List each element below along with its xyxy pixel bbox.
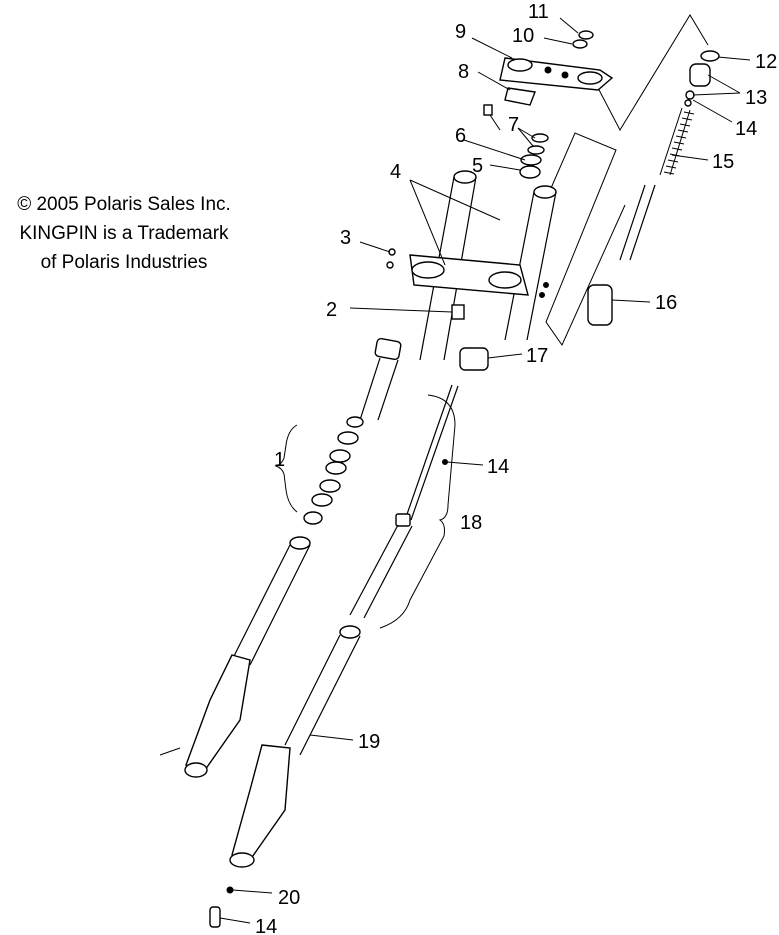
left-lower-leg (184, 536, 311, 778)
rod-washer-14 (442, 459, 448, 465)
stem-clamp (483, 87, 536, 131)
callout-5: 5 (472, 155, 483, 177)
nut-7b (527, 145, 545, 155)
callout-14-bottom: 14 (255, 916, 277, 935)
washer-14-top-b (684, 99, 692, 107)
assembly-outline-upper (596, 14, 709, 132)
callout-11: 11 (528, 1, 549, 23)
bracket-18 (379, 394, 456, 629)
callout-18: 18 (460, 512, 482, 534)
washer-11 (578, 30, 594, 40)
callout-20: 20 (278, 887, 300, 909)
axle-bolt-left (159, 747, 181, 756)
copyright-notice: © 2005 Polaris Sales Inc. KINGPIN is a T… (0, 190, 248, 277)
callout-16: 16 (655, 292, 677, 314)
right-fork-tube (459, 185, 557, 371)
left-fork-tube (359, 170, 477, 421)
callout-2: 2 (326, 299, 337, 321)
copyright-line: © 2005 Polaris Sales Inc. (17, 194, 231, 215)
lower-triple-clamp (409, 254, 529, 320)
fork-spring (619, 107, 695, 261)
callout-13: 13 (745, 87, 767, 109)
fork-seal-17 (459, 347, 489, 371)
callout-1: 1 (274, 449, 285, 471)
bracket-1 (274, 424, 298, 513)
trademark-line: KINGPIN is a Trademark (19, 223, 229, 244)
callout-7: 7 (508, 114, 519, 136)
leader-lines (219, 17, 751, 924)
washer-10 (572, 39, 588, 49)
washer-14-bottom (209, 906, 221, 928)
callout-19: 19 (358, 731, 380, 753)
bolt-right-a (543, 282, 549, 288)
callout-3: 3 (340, 227, 351, 249)
callout-10: 10 (512, 25, 534, 47)
nut-7 (531, 133, 549, 143)
callout-9: 9 (455, 21, 466, 43)
spacer-tube-16 (587, 284, 613, 326)
bushing-kit-1 (303, 416, 364, 525)
drain-screw-20 (226, 886, 234, 894)
callout-8: 8 (458, 61, 469, 83)
trademark-owner-line: of Polaris Industries (40, 252, 208, 273)
assembly-outline-lower (545, 132, 626, 347)
bolt-3b (386, 261, 394, 269)
upper-triple-clamp (499, 57, 614, 91)
callout-12: 12 (755, 51, 777, 73)
spacer-13 (689, 63, 711, 87)
damper-rod-18 (349, 384, 459, 619)
bearing-6 (520, 154, 542, 166)
callout-4: 4 (390, 161, 401, 183)
top-cap-12 (700, 50, 720, 62)
washer-14-top (685, 90, 695, 100)
callout-15: 15 (712, 151, 734, 173)
callout-14-top: 14 (735, 118, 757, 140)
callout-6: 6 (455, 125, 466, 147)
callout-17: 17 (526, 345, 548, 367)
bolt-right-b (539, 292, 545, 298)
callout-14-rod: 14 (487, 456, 509, 478)
bearing-5 (519, 165, 541, 179)
